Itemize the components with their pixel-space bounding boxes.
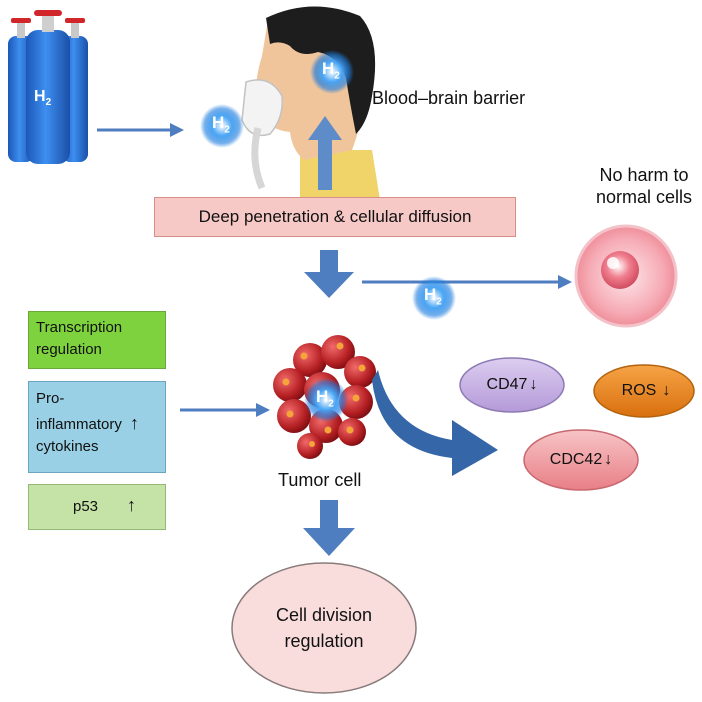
p53-label: p53 [73,498,99,515]
hydrogen-cylinders-icon [8,10,88,164]
proinflammatory-line3: cytokines [36,437,99,455]
p53-box: p53 ↑ [28,484,166,530]
arrow-down-icon: ↓ [662,382,671,399]
h2-subscript: 2 [45,97,52,109]
cdc42-label-group: CDC42 ↓ [526,445,636,475]
no-harm-line1: No harm to [599,165,689,185]
cell-division-label: Cell division regulation [244,602,404,654]
h2-symbol: H [34,88,46,105]
cd47-marker [459,357,565,413]
cdc42-marker [523,429,639,491]
no-harm-label: No harm to normal cells [590,165,698,208]
proinflammatory-line2-row: inflammatory ↑ [36,410,165,436]
arrow-up-icon: ↑ [127,495,136,515]
h2-molecule-icon [200,50,456,422]
arrow-down-icon: ↓ [529,376,538,393]
h2-symbol: H [316,387,329,406]
ros-label-group: ROS ↓ [596,376,696,406]
arrow-down-to-tumor [304,250,354,298]
cdc42-label: CDC42 [549,451,603,468]
arrow-cylinder-to-mask [97,123,184,137]
h2-subscript: 2 [436,296,442,308]
arrow-up-brain [308,116,342,190]
h2-subscript: 2 [328,398,334,410]
h2-label-tumor: H2 [316,387,334,409]
h2-label-cylinder: H2 [34,88,51,108]
proinflammatory-line1: Pro- [36,390,65,407]
arrow-to-normal-cell [362,275,572,289]
proinflammatory-cytokines-box: Pro- inflammatory ↑ cytokines [28,381,166,473]
cell-division-line1: Cell division [275,605,373,625]
h2-subscript: 2 [224,124,230,136]
deep-penetration-label: Deep penetration & cellular diffusion [198,207,472,226]
arrow-down-icon: ↓ [604,451,613,468]
arrow-up-icon: ↑ [130,412,140,433]
transcription-line1: Transcription [36,319,123,336]
h2-label-mask: H2 [212,113,230,135]
oxygen-mask-icon [241,79,283,190]
ros-label: ROS [621,382,657,399]
arrow-factors-to-tumor [180,403,270,417]
arrow-down-to-division [303,500,355,556]
blood-brain-barrier-label: Blood–brain barrier [372,88,526,108]
cell-division-line2: regulation [284,631,364,652]
cd47-label: CD47 [486,376,528,393]
normal-cell-icon [574,224,678,328]
ros-marker [593,364,695,418]
tumor-cell-label: Tumor cell [278,470,362,490]
h2-label-brain: H2 [322,59,340,81]
transcription-regulation-box: Transcription regulation [28,311,166,369]
cell-division-oval [231,562,417,694]
h2-label-diffusion: H2 [424,285,442,307]
h2-symbol: H [424,285,437,304]
transcription-line2: regulation [36,340,102,358]
h2-subscript: 2 [334,70,340,82]
proinflammatory-line2: inflammatory [36,415,122,433]
no-harm-line2: normal cells [595,186,693,207]
h2-symbol: H [322,59,335,78]
h2-symbol: H [212,113,225,132]
cd47-label-group: CD47 ↓ [462,370,562,400]
curved-arrow-to-markers [372,370,498,476]
deep-penetration-box: Deep penetration & cellular diffusion [154,197,516,237]
